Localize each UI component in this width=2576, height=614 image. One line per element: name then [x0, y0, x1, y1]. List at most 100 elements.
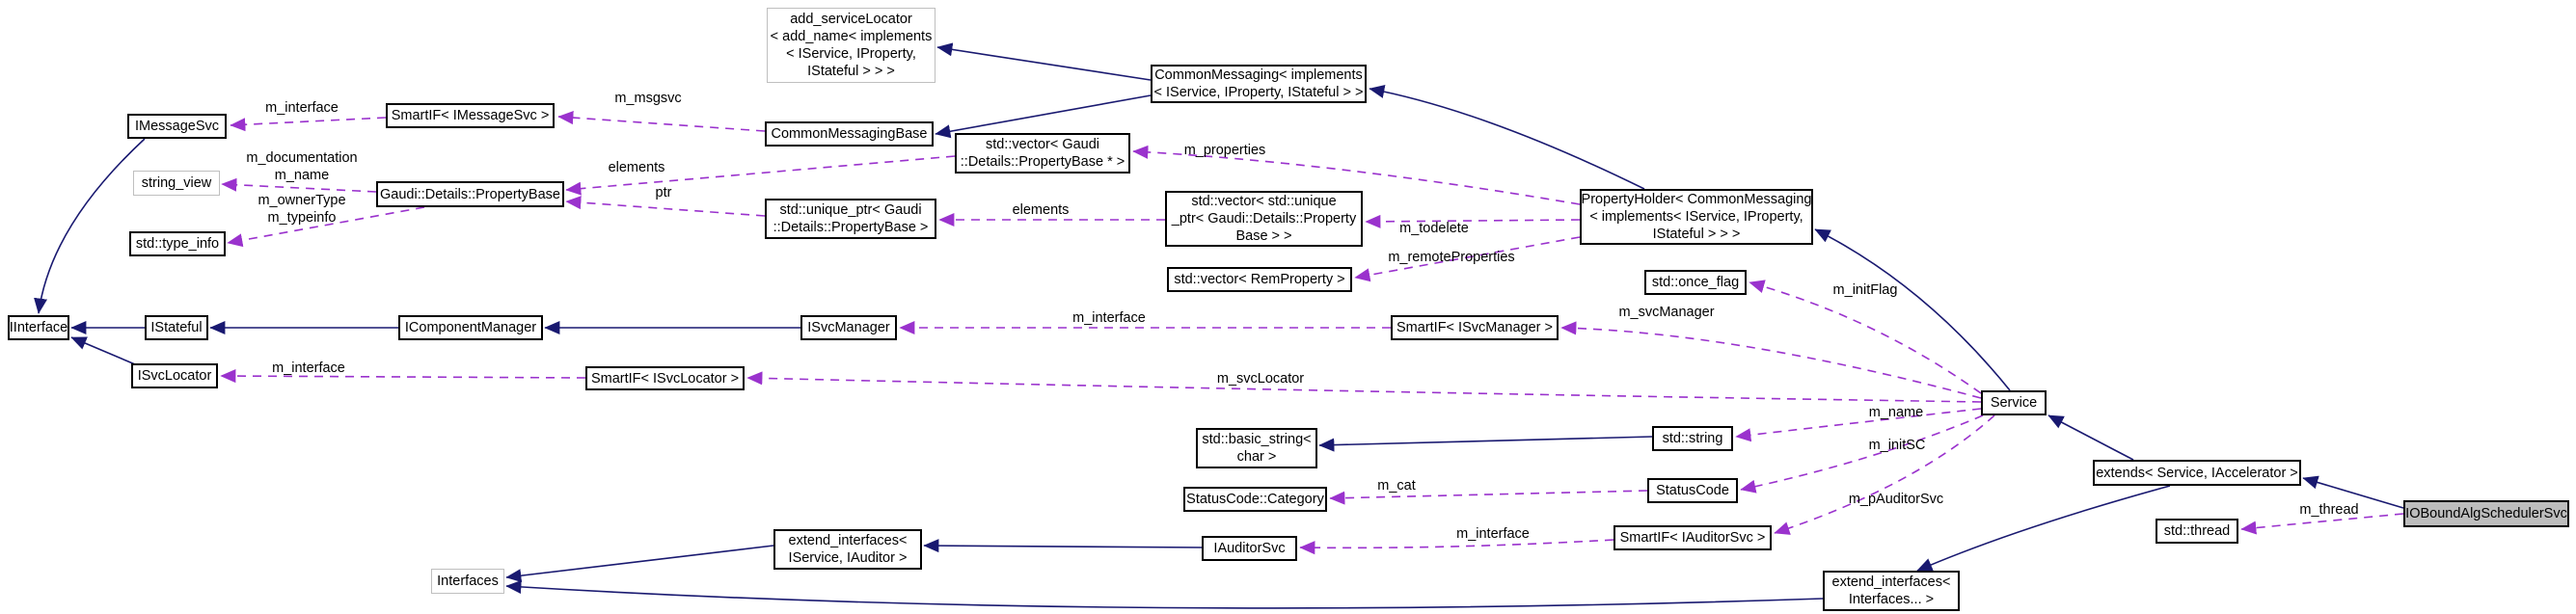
class-node-istateful[interactable]: IStateful [145, 315, 208, 340]
class-node-label: ::Details::PropertyBase > [773, 220, 929, 235]
class-node-label: string_view [141, 175, 212, 191]
class-node-std-vector-unique-ptr[interactable]: std::vector< std::unique_ptr< Gaudi::Det… [1165, 191, 1363, 247]
class-node-label: PropertyHolder< CommonMessaging [1581, 192, 1812, 207]
class-node-label: ISvcLocator [137, 368, 212, 384]
edge-label-iobound-to-std-thread: m_thread [2299, 502, 2358, 518]
class-node-label: std::vector< std::unique [1191, 194, 1337, 209]
class-node-std-vector-propertybase-ptr[interactable]: std::vector< Gaudi::Details::PropertyBas… [955, 133, 1130, 174]
class-node-label: std::basic_string< [1202, 432, 1312, 447]
class-node-statuscode-category[interactable]: StatusCode::Category [1183, 487, 1327, 512]
class-node-smartif-isvclocator[interactable]: SmartIF< ISvcLocator > [585, 366, 745, 390]
class-node-std-basic-string[interactable]: std::basic_string<char > [1196, 428, 1317, 468]
class-node-label: Interfaces... > [1848, 592, 1935, 607]
class-node-label: IStateful [150, 320, 203, 335]
edge-label-smartif-imessagesvc-to-imessagesvc: m_interface [265, 100, 339, 116]
class-node-service[interactable]: Service [1981, 390, 2047, 415]
edge-iobound-to-extends [2302, 475, 2404, 509]
edge-label-smartif-iauditorsvc-to-iauditorsvc: m_interface [1456, 526, 1530, 542]
edge-unique-ptr-to-propertybase [565, 196, 766, 217]
class-node-imessagesvc[interactable]: IMessageSvc [127, 114, 227, 139]
edge-service-to-std-string [1735, 408, 1982, 442]
class-node-icomponentmanager[interactable]: IComponentManager [398, 315, 543, 340]
class-node-label: SmartIF< IMessageSvc > [391, 108, 550, 123]
class-node-label: IStateful > > > [1652, 227, 1741, 242]
class-node-label: std::vector< RemProperty > [1174, 272, 1345, 287]
class-node-label: Gaudi::Details::PropertyBase [380, 186, 560, 202]
class-node-add-servicelocator: add_serviceLocator< add_name< implements… [767, 8, 935, 83]
class-node-label: IInterface [9, 320, 68, 335]
class-node-iauditorsvc[interactable]: IAuditorSvc [1202, 536, 1297, 561]
edge-label-service-to-statuscode: m_initSC [1869, 438, 1926, 453]
class-node-label: Interfaces [437, 574, 499, 589]
class-node-propertyholder[interactable]: PropertyHolder< CommonMessaging < impleme… [1580, 189, 1813, 245]
class-node-smartif-imessagesvc[interactable]: SmartIF< IMessageSvc > [386, 103, 555, 128]
edge-extend-interfaces-ia-to-interfaces [505, 545, 774, 583]
class-node-std-vector-remproperty[interactable]: std::vector< RemProperty > [1167, 267, 1352, 292]
class-node-label: < implements< IService, IProperty, [1589, 209, 1803, 225]
edge-extends-to-service [2047, 414, 2134, 461]
class-node-label: Base > > [1235, 228, 1292, 244]
class-node-std-type-info[interactable]: std::type_info [129, 231, 226, 256]
edge-label-propertyholder-to-vector-unique: m_todelete [1399, 221, 1469, 236]
class-node-label: < IService, IProperty, IStateful > > [1153, 85, 1364, 100]
class-node-smartif-isvcmanager[interactable]: SmartIF< ISvcManager > [1391, 315, 1559, 340]
edge-service-to-smartif-iauditorsvc [1774, 414, 1995, 535]
edge-propertybase-to-type-info [227, 206, 425, 248]
edge-commonmessaging-to-commonmessagingbase [935, 94, 1152, 139]
edge-label-service-to-std-string: m_name [1869, 405, 1923, 420]
class-node-isvclocator[interactable]: ISvcLocator [131, 363, 218, 388]
edge-smartif-isvclocator-to-isvclocator [220, 369, 586, 384]
class-node-extends-service-iaccelerator[interactable]: extends< Service, IAccelerator > [2093, 460, 2301, 486]
edge-label-service-to-smartif-iauditorsvc: m_pAuditorSvc [1849, 492, 1943, 507]
class-node-std-thread[interactable]: std::thread [2156, 519, 2238, 544]
class-node-commonmessagingbase[interactable]: CommonMessagingBase [765, 121, 934, 147]
class-node-label: SmartIF< ISvcManager > [1396, 320, 1553, 335]
class-node-label: Service [1990, 395, 2038, 411]
class-node-std-unique-ptr-propertybase[interactable]: std::unique_ptr< Gaudi::Details::Propert… [765, 199, 936, 239]
edge-statuscode-to-category [1329, 490, 1648, 505]
class-node-label: char > [1236, 449, 1277, 465]
edge-service-to-smartif-isvcmanager [1560, 321, 1982, 399]
edge-vector-pb-to-propertybase [565, 155, 956, 196]
edge-label-unique-ptr-to-propertybase: ptr [656, 185, 672, 200]
class-node-std-once-flag[interactable]: std::once_flag [1644, 270, 1747, 295]
edge-service-to-statuscode [1740, 414, 1984, 494]
class-node-extend-interfaces-interfaces[interactable]: extend_interfaces<Interfaces... > [1823, 571, 1960, 611]
class-node-isvcmanager[interactable]: ISvcManager [800, 315, 897, 340]
class-node-smartif-iauditorsvc[interactable]: SmartIF< IAuditorSvc > [1613, 525, 1772, 550]
class-node-label: extend_interfaces< [788, 533, 908, 548]
class-node-label: ::Details::PropertyBase * > [960, 154, 1125, 170]
class-node-label: SmartIF< ISvcLocator > [590, 370, 740, 387]
class-node-label: std::thread [2163, 523, 2231, 539]
edge-label-statuscode-to-category: m_cat [1377, 478, 1416, 494]
edge-propertyholder-to-commonmessaging [1369, 84, 1645, 190]
class-node-label: IStateful > > > [807, 64, 895, 79]
class-node-std-string[interactable]: std::string [1652, 426, 1733, 451]
class-node-gaudi-details-propertybase[interactable]: Gaudi::Details::PropertyBase [376, 181, 564, 207]
class-node-label: CommonMessagingBase [771, 126, 928, 142]
edge-label-service-to-once-flag: m_initFlag [1833, 282, 1898, 298]
edge-label-vector-unique-to-unique-ptr: elements [1013, 202, 1070, 218]
class-node-iinterface[interactable]: IInterface [8, 315, 69, 340]
class-node-label: IOBoundAlgSchedulerSvc [2405, 506, 2567, 521]
class-node-commonmessaging[interactable]: CommonMessaging< implements< IService, I… [1151, 65, 1367, 103]
class-node-label: std::once_flag [1651, 275, 1740, 290]
edge-iauditorsvc-to-extend-interfaces-ia [923, 539, 1203, 553]
class-node-statuscode[interactable]: StatusCode [1647, 478, 1738, 503]
edge-label-propertyholder-to-vector-pb: m_properties [1184, 143, 1266, 158]
class-node-label: std::unique_ptr< Gaudi [779, 202, 922, 218]
edge-imessagesvc-to-iinterface [34, 138, 146, 314]
class-node-extend-interfaces-iservice-iauditor[interactable]: extend_interfaces< IService, IAuditor > [773, 529, 922, 570]
edge-smartif-imessagesvc-to-imessagesvc [230, 117, 387, 132]
class-node-label: IComponentManager [404, 320, 537, 335]
class-node-label: IService, IAuditor > [788, 550, 908, 566]
edge-label-smartif-isvclocator-to-isvclocator: m_interface [272, 360, 345, 376]
edge-smartif-iauditorsvc-to-iauditorsvc [1299, 539, 1614, 555]
class-node-label: IAuditorSvc [1213, 541, 1286, 556]
class-node-label: StatusCode::Category [1186, 492, 1324, 507]
class-node-label: std::vector< Gaudi [985, 137, 1100, 152]
class-node-label: add_serviceLocator [790, 12, 912, 27]
edge-extend-interfaces-i-to-interfaces [505, 579, 1824, 609]
